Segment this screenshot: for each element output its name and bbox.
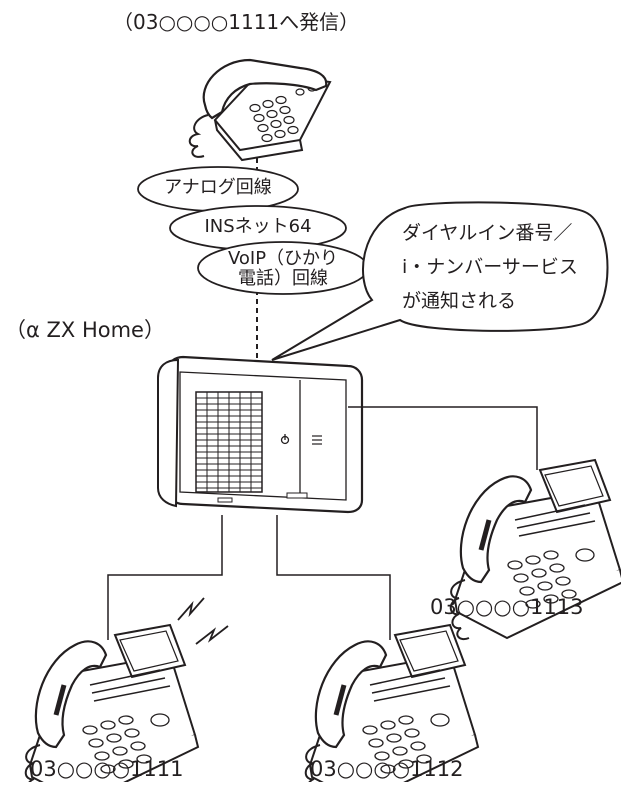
voip-line-label-1: VoIP（ひかり [227,248,339,269]
bubble-line-1: ダイヤルイン番号／ [402,222,573,244]
voip-line-label-2: 電話）回線 [238,268,328,289]
ins-line-label: INSネット64 [204,216,312,237]
ringing-marks [177,597,229,645]
bubble-line-3: が通知される [402,290,517,312]
wiring [107,406,538,640]
caller-caption: （03○○○○1111へ発信） [113,10,360,34]
main-device [157,355,364,514]
device-caption: （α ZX Home） [5,318,165,342]
phone-1113-number: 03○○○○1113 [430,595,584,619]
speech-bubble [271,201,609,361]
analog-phone [188,58,332,162]
analog-line-label: アナログ回線 [164,177,272,198]
phone-1112-number: 03○○○○1112 [310,757,464,781]
phone-1111-number: 03○○○○1111 [30,757,184,781]
bubble-line-2: i・ナンバーサービス [402,256,578,278]
